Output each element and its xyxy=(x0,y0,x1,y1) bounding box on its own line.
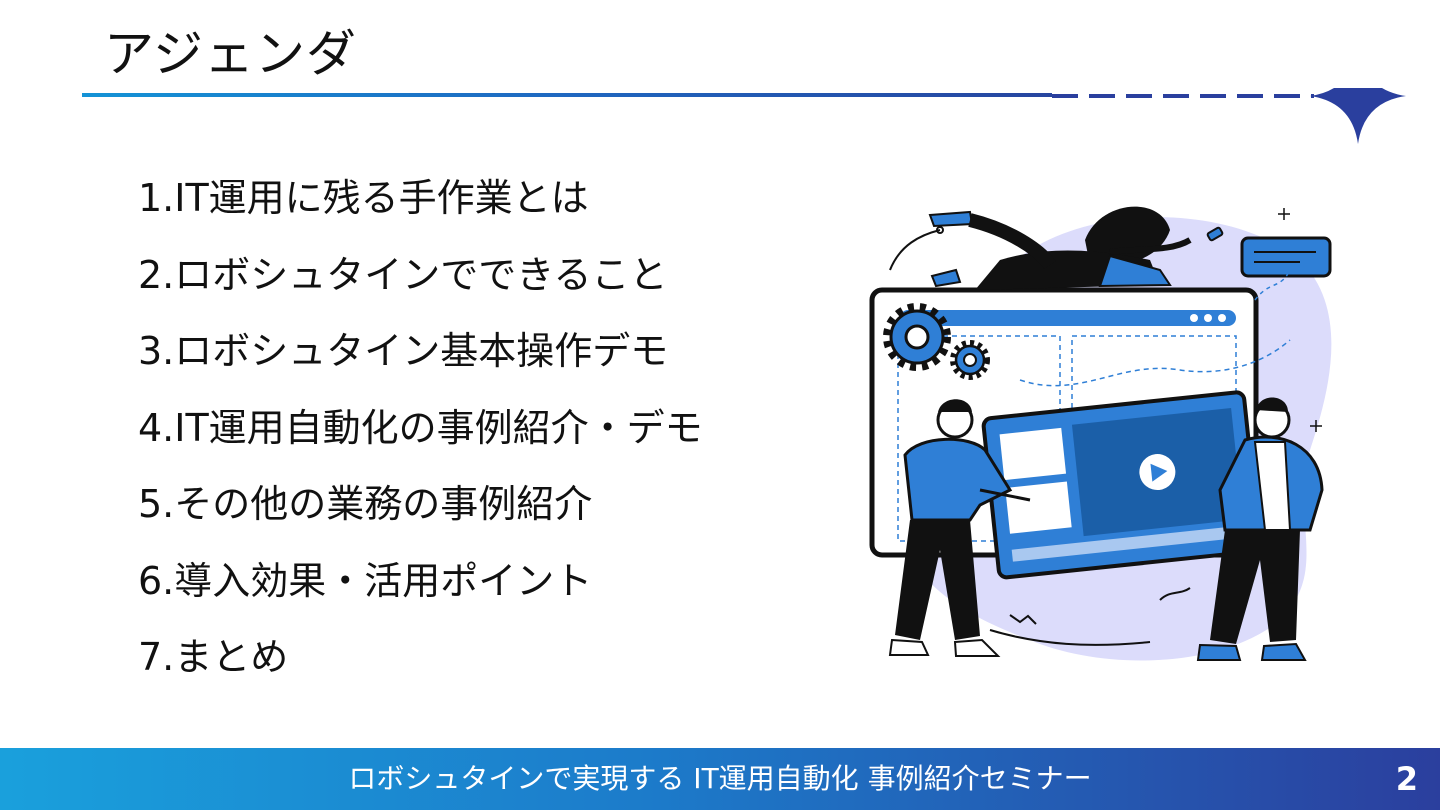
agenda-item: 7.まとめ xyxy=(138,635,289,679)
tablet xyxy=(981,390,1262,580)
star-sparkle-icon xyxy=(1310,88,1406,144)
gear-icon xyxy=(950,340,990,380)
footer-title: ロボシュタインで実現する IT運用自動化 事例紹介セミナー xyxy=(348,762,1092,795)
agenda-item: 5.その他の業務の事例紹介 xyxy=(138,482,593,526)
man-shirt xyxy=(903,437,1013,522)
agenda-item: 6.導入効果・活用ポイント xyxy=(138,558,593,603)
agenda-item: 1.IT運用に残る手作業とは xyxy=(138,176,589,220)
title-dashed-line xyxy=(1052,88,1406,144)
chat-bubble xyxy=(1240,236,1332,278)
slide-title: アジェンダ xyxy=(104,25,357,83)
teamwork-illustration xyxy=(869,206,1332,661)
page-number: 2 xyxy=(1395,760,1418,798)
agenda-item: 4.IT運用自動化の事例紹介・デモ xyxy=(138,405,703,450)
agenda-item: 3.ロボシュタイン基本操作デモ xyxy=(138,329,669,373)
footer-bar: ロボシュタインで実現する IT運用自動化 事例紹介セミナー 2 xyxy=(0,748,1440,810)
gear-icon xyxy=(883,303,951,371)
agenda-list: 1.IT運用に残る手作業とは 2.ロボシュタインでできること 3.ロボシュタイン… xyxy=(138,160,703,696)
agenda-item: 2.ロボシュタインでできること xyxy=(138,252,668,297)
browser-address-bar xyxy=(900,310,1236,326)
play-icon xyxy=(1150,463,1168,482)
title-underline xyxy=(82,93,1052,97)
